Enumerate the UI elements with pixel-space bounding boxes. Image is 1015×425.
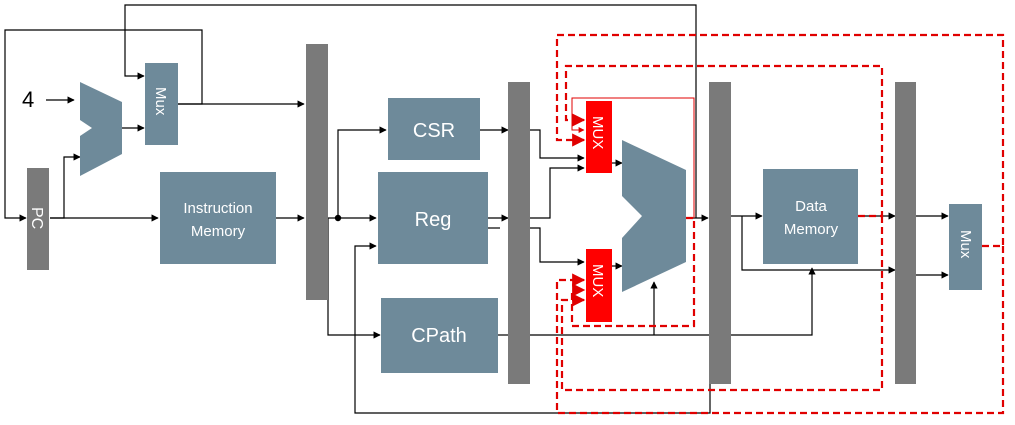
- forward-mux-a-label: MUX: [589, 116, 606, 149]
- pipeline-register-3: [709, 82, 731, 384]
- wires: [4, 4, 949, 414]
- data-memory: [763, 169, 858, 264]
- pc-mux-label: Mux: [152, 87, 169, 116]
- pc-label: PC: [28, 207, 45, 229]
- forwarding-paths: [555, 33, 1005, 415]
- cpath-label: CPath: [411, 325, 467, 347]
- pipeline-register-2: [508, 82, 530, 384]
- adder-icon: [80, 82, 122, 176]
- forwarding-wires: [571, 97, 695, 218]
- csr-block: [388, 98, 480, 160]
- forward-mux-b-label: MUX: [589, 264, 606, 297]
- data-memory-label-1: Data: [795, 198, 827, 215]
- alu-icon: [622, 140, 686, 292]
- constant-four: 4: [22, 87, 34, 112]
- register-file-label: Reg: [415, 209, 452, 231]
- register-file: [378, 172, 488, 264]
- pipeline-register-4: [895, 82, 916, 384]
- instruction-memory-label-1: Instruction: [183, 200, 252, 217]
- writeback-mux-label: Mux: [957, 230, 974, 259]
- data-memory-label-2: Memory: [784, 221, 839, 238]
- csr-label: CSR: [413, 120, 455, 142]
- forward-mux-a: [586, 101, 612, 173]
- instruction-memory: [160, 172, 276, 264]
- forward-mux-b: [586, 249, 612, 322]
- cpath-block: [381, 298, 498, 373]
- pc-register: [27, 168, 49, 270]
- writeback-mux: [949, 204, 982, 290]
- instruction-memory-label-2: Memory: [191, 223, 246, 240]
- pc-mux: [145, 63, 178, 145]
- pipeline-register-1: [306, 44, 328, 300]
